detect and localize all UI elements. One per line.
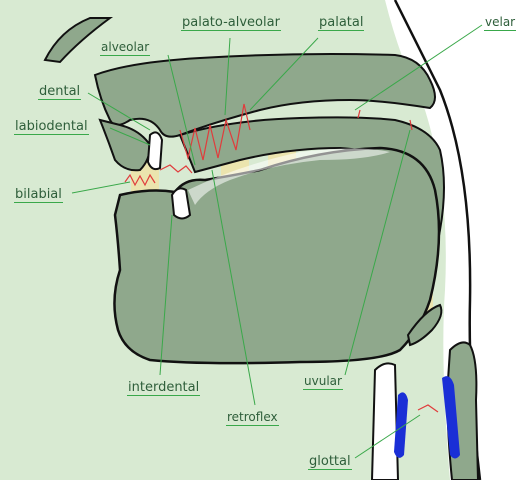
label-glottal: glottal [308,454,352,470]
label-alveolar: alveolar [100,40,150,56]
label-palatal: palatal [318,15,364,31]
larynx-left [372,363,398,480]
label-retroflex: retroflex [226,410,279,426]
label-labiodental: labiodental [14,119,89,135]
label-palato-alveolar: palato-alveolar [181,15,281,31]
label-interdental: interdental [127,380,200,396]
label-velar: velar [484,15,516,31]
upper-incisor [148,132,162,169]
lower-incisor [172,188,190,218]
label-bilabial: bilabial [14,187,63,203]
label-dental: dental [38,84,81,100]
label-uvular: uvular [303,374,343,390]
